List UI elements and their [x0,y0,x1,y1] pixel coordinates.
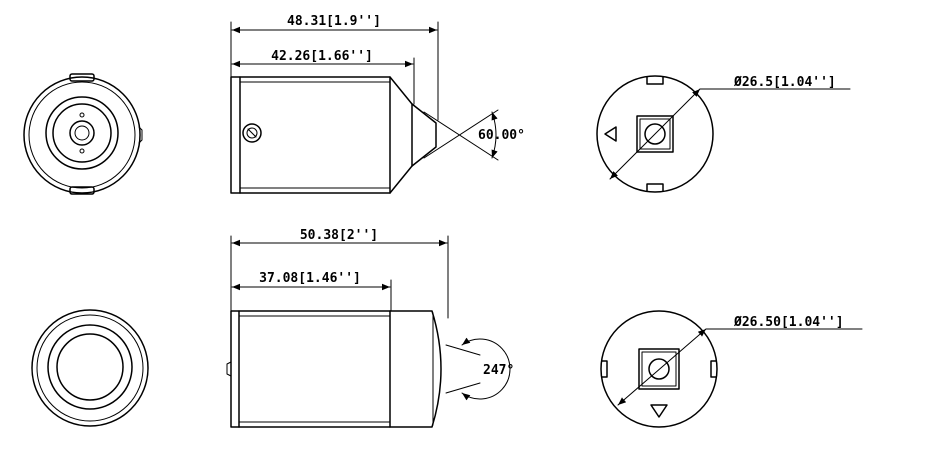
top-back-view: Ø26.5[1.04''] [596,75,851,193]
bottom-diameter-label: Ø26.50[1.04''] [733,315,844,330]
top-side-view [230,76,437,194]
top-front-view [23,73,143,195]
top-dimension-body: 42.26[1.66''] [231,49,415,105]
top-cone-angle-label: 60.00° [478,128,525,143]
bottom-dimension-body: 37.08[1.46''] [231,271,392,312]
bottom-body-length-label: 37.08[1.46''] [259,271,361,286]
bottom-front-view [31,309,149,427]
bottom-view-angle-label: 247° [483,363,514,378]
top-diameter-label: Ø26.5[1.04''] [733,75,836,90]
bottom-overall-length-label: 50.38[2''] [300,228,378,243]
bottom-dimension-view-angle: 247° [445,337,514,401]
bottom-back-view: Ø26.50[1.04''] [600,310,863,428]
bottom-side-view [226,310,442,428]
bottom-dimension-overall: 50.38[2''] [230,228,449,319]
top-body-length-label: 42.26[1.66''] [271,49,373,64]
top-dimension-cone-angle: 60.00° [423,109,525,161]
top-overall-length-label: 48.31[1.9''] [287,14,381,29]
top-dimension-overall: 48.31[1.9''] [230,14,439,121]
